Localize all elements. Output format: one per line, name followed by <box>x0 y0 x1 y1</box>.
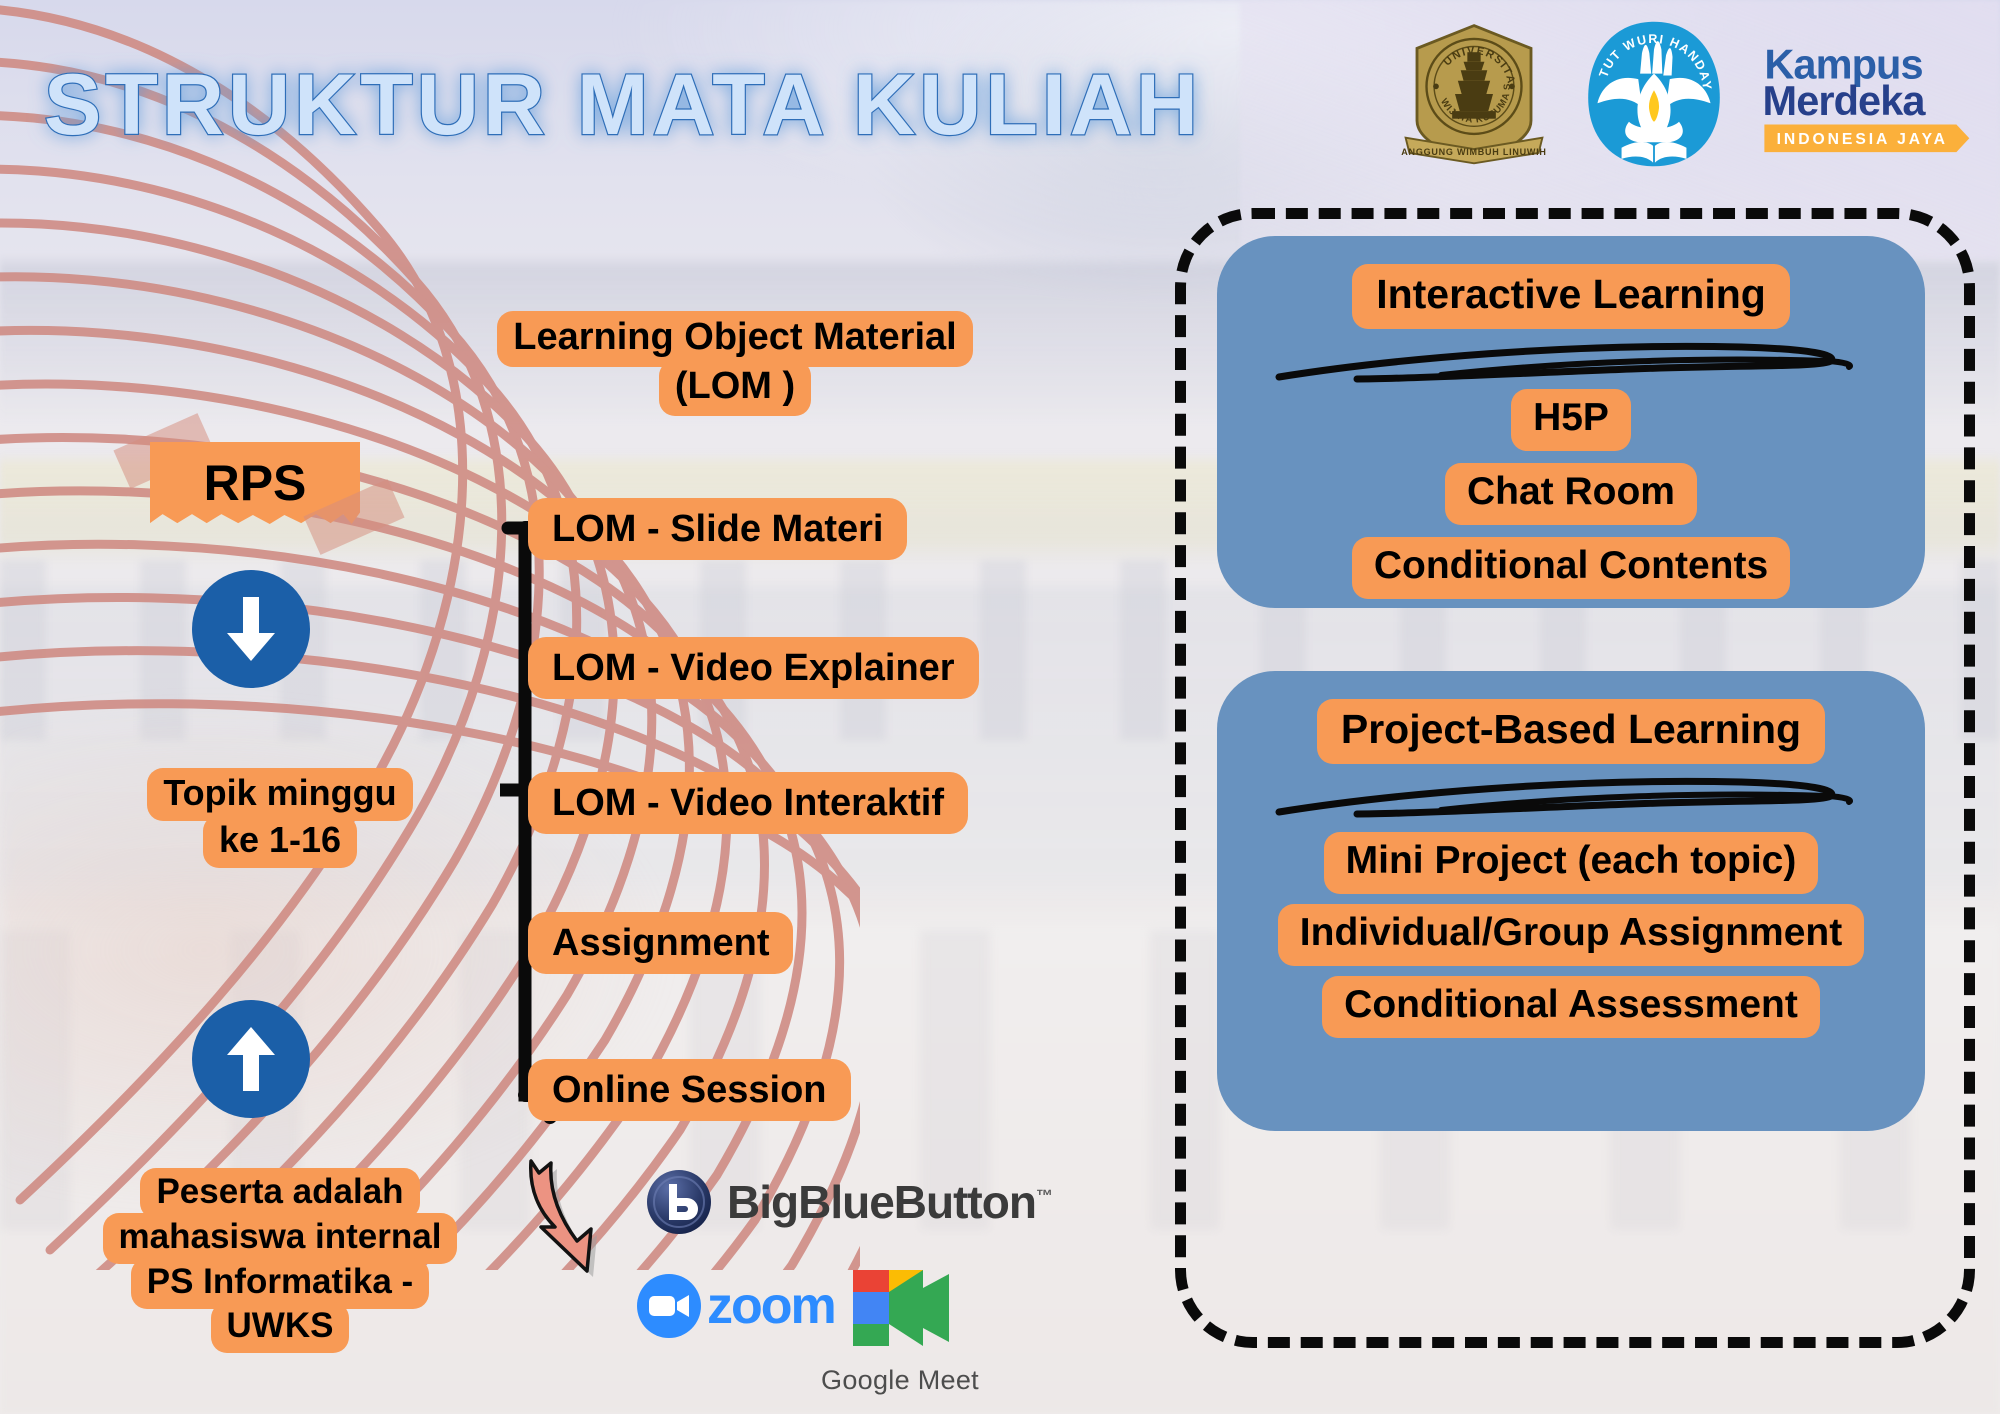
kampus-merdeka-line2: Merdeka <box>1763 77 1927 124</box>
tut-wuri-handayani-logo: TUT WURI HANDAYANI <box>1584 18 1720 167</box>
page-title: STRUKTUR MATA KULIAH <box>43 56 1199 169</box>
topik-line-2: ke 1-16 <box>202 814 358 868</box>
page-title-text: STRUKTUR MATA KULIAH <box>44 57 1202 153</box>
project-item-mini-project[interactable]: Mini Project (each topic) <box>1323 832 1819 894</box>
center-item-online-session[interactable]: Online Session <box>528 1059 851 1121</box>
arrow-down-icon <box>192 570 310 688</box>
project-item-individual-group-assignment[interactable]: Individual/Group Assignment <box>1277 904 1865 966</box>
google-meet-label: Google Meet <box>821 1365 979 1395</box>
arrow-down-glyph <box>227 597 275 661</box>
center-item-slide-materi[interactable]: LOM - Slide Materi <box>528 498 908 560</box>
bigbluebutton-logo: BigBlueButton™ <box>645 1168 1053 1236</box>
dashed-border <box>1175 208 1975 1348</box>
zoom-wordmark: zoom <box>707 1277 837 1335</box>
handdrawn-underline-icon-2 <box>1275 777 1853 818</box>
lom-header-line-1: Learning Object Material <box>497 311 973 367</box>
arrow-up-glyph <box>227 1027 275 1091</box>
peserta-line-3: PS Informatika - <box>130 1257 430 1309</box>
bigbluebutton-label: BigBlueButton™ <box>727 1175 1053 1229</box>
interactive-item-conditional-contents[interactable]: Conditional Contents <box>1351 537 1791 599</box>
uwks-ribbon-text: ANGGUNG WIMBUH LINUWIH <box>1401 147 1546 157</box>
bigbluebutton-trademark: ™ <box>1035 1186 1053 1206</box>
kampus-merdeka-tagline: INDONESIA JAYA <box>1777 131 1948 148</box>
kampus-merdeka-logo: Kampus Merdeka INDONESIA JAYA <box>1763 40 1970 153</box>
interactive-item-chat-room[interactable]: Chat Room <box>1445 463 1697 525</box>
bigbluebutton-icon <box>647 1170 711 1234</box>
google-meet-logo: Google Meet <box>820 1260 980 1396</box>
project-based-learning-card: Project-Based Learning Mini Project (eac… <box>1217 671 1925 1131</box>
bigbluebutton-wordmark: BigBlueButton <box>727 1176 1037 1228</box>
zoom-logo: zoom <box>635 1272 837 1340</box>
project-item-conditional-assessment[interactable]: Conditional Assessment <box>1322 976 1820 1038</box>
logo-group: UNIVERSITAS WIJAYA KUSUMA SURABAYA ANGGU… <box>1398 18 1972 170</box>
handdrawn-underline-icon <box>1275 342 1853 383</box>
peserta-label: Peserta adalah mahasiswa internal PS Inf… <box>80 1168 480 1354</box>
center-item-video-interaktif[interactable]: LOM - Video Interaktif <box>528 772 969 834</box>
peserta-line-4: UWKS <box>210 1302 350 1354</box>
interactive-learning-card: Interactive Learning H5P Chat Room Condi… <box>1217 236 1925 608</box>
rps-card: RPS <box>113 413 405 555</box>
interactive-item-h5p[interactable]: H5P <box>1511 389 1631 451</box>
center-item-assignment[interactable]: Assignment <box>528 912 794 974</box>
uwks-seal-logo: UNIVERSITAS WIJAYA KUSUMA SURABAYA ANGGU… <box>1398 18 1546 165</box>
arrow-up-icon <box>192 1000 310 1118</box>
google-meet-icon <box>853 1270 949 1346</box>
kampus-merdeka-line1: Kampus <box>1764 40 1922 87</box>
topik-line-1: Topik minggu <box>147 768 413 821</box>
center-column: Learning Object Material (LOM ) LOM - Sl… <box>497 0 1220 1414</box>
zoom-icon <box>637 1274 701 1338</box>
peserta-line-1: Peserta adalah <box>140 1168 420 1219</box>
lom-header: Learning Object Material (LOM ) <box>455 311 1015 417</box>
left-column: RPS Topik minggu ke 1-16 Peserta adalah … <box>0 0 500 1414</box>
center-item-video-explainer[interactable]: LOM - Video Explainer <box>528 637 979 699</box>
right-panel: Interactive Learning H5P Chat Room Condi… <box>1175 208 1975 1348</box>
peserta-line-2: mahasiswa internal <box>102 1212 458 1264</box>
lom-header-line-2: (LOM ) <box>658 360 812 417</box>
topik-minggu-label: Topik minggu ke 1-16 <box>125 768 435 868</box>
project-based-learning-title: Project-Based Learning <box>1316 699 1826 764</box>
interactive-learning-title: Interactive Learning <box>1352 264 1790 329</box>
